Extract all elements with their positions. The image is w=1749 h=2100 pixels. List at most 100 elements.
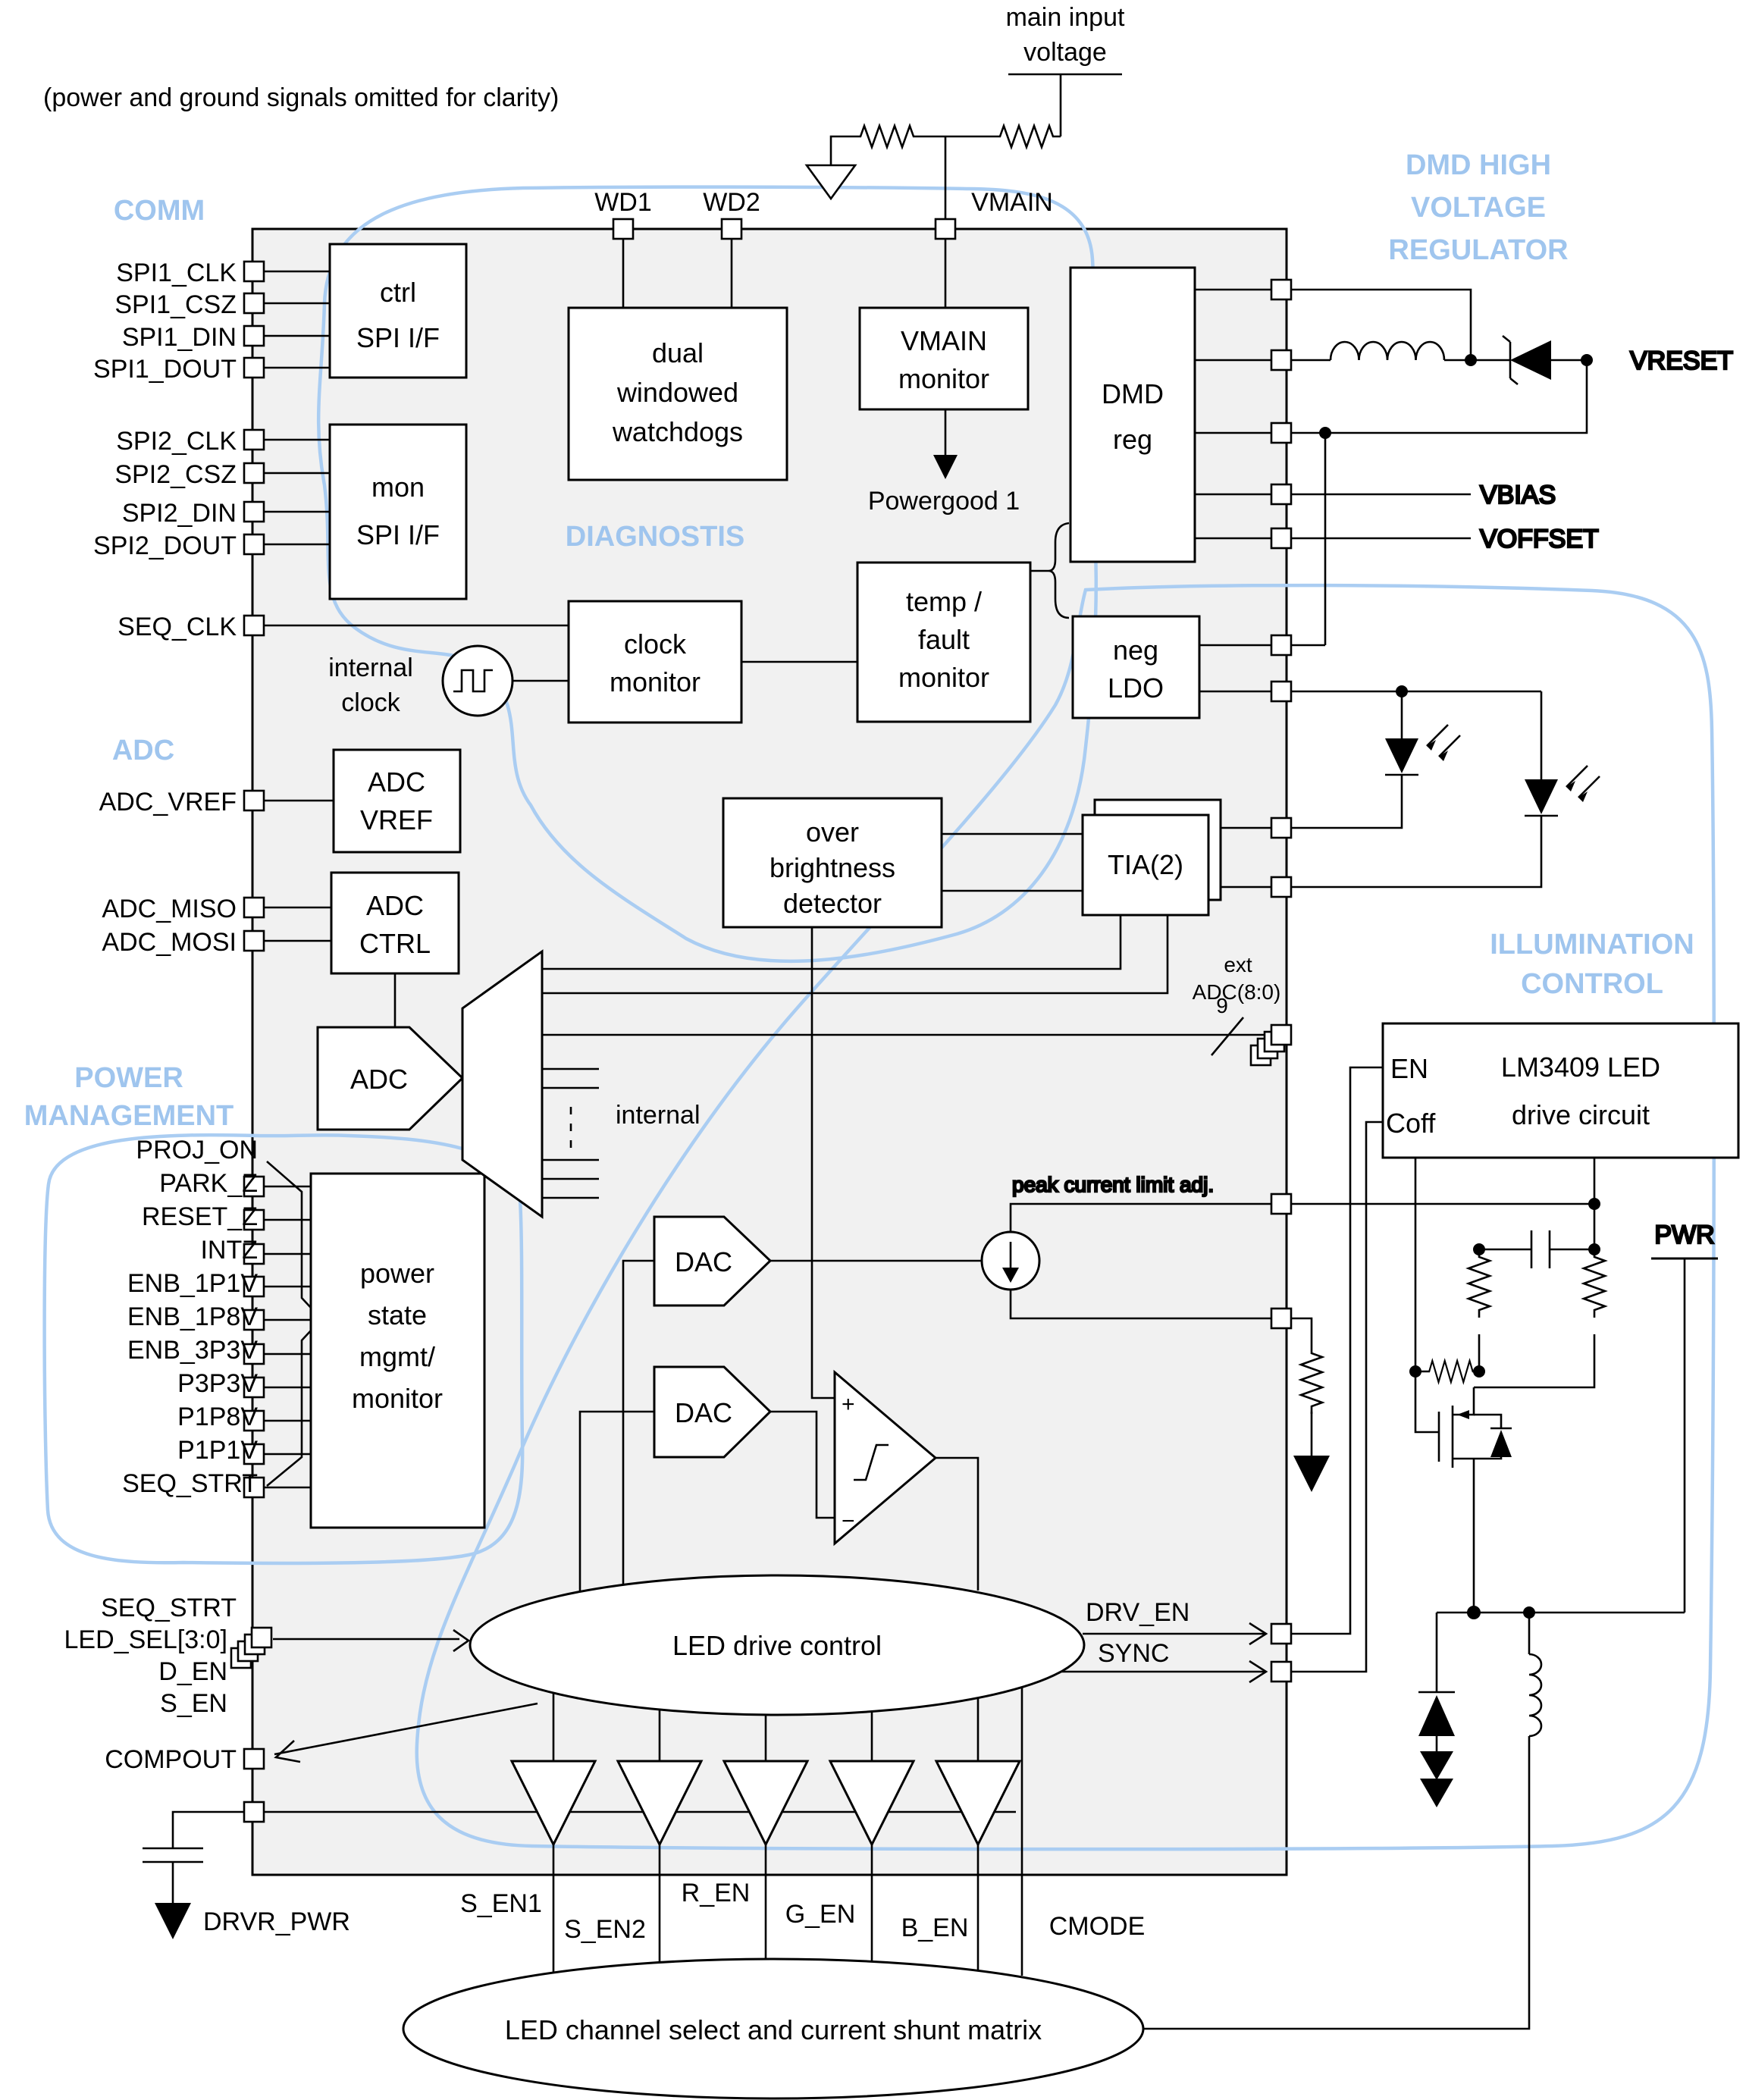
power-state-label: power <box>360 1258 434 1289</box>
pin-negldo-1 <box>1270 634 1293 657</box>
led-drive-control-ellipse <box>469 1574 1086 1716</box>
function-blocks: ctrl SPI I/F mon SPI I/F dual windowed w… <box>309 243 1740 2100</box>
svg-text:SPI I/F: SPI I/F <box>356 519 440 550</box>
ctrl-spi-block <box>328 243 468 379</box>
adc-vref-block <box>332 748 462 854</box>
adc-vref-pin-label: ADC_VREF <box>99 788 237 816</box>
photodiode <box>1385 724 1461 776</box>
main-input-label-l2: voltage <box>1023 38 1107 67</box>
illumination-header-l2: CONTROL <box>1521 968 1663 1000</box>
pin-adc-miso <box>243 896 265 919</box>
pin-spi1-clk <box>243 260 265 283</box>
comm-header: COMM <box>114 195 205 227</box>
vreset-label: VRESET <box>1630 346 1733 375</box>
svg-text:monitor: monitor <box>898 363 989 394</box>
seq-clk-label: SEQ_CLK <box>118 613 237 641</box>
proj-on-label: PROJ_ON <box>136 1136 258 1164</box>
driver-triangle <box>934 1760 1022 1848</box>
pin-spi2-din <box>243 500 265 523</box>
pin-spi1-csz <box>243 292 265 315</box>
pin-pm-8 <box>243 1409 265 1432</box>
ext-label: ext <box>1224 953 1252 976</box>
ctrl-spi-label: ctrl <box>380 277 416 308</box>
d-en-label: D_EN <box>158 1657 227 1686</box>
internal-mux-label: internal <box>616 1101 701 1130</box>
main-input-label-l1: main input <box>1006 3 1125 32</box>
vbias-label: VBIAS <box>1480 481 1556 509</box>
svg-text:clock: clock <box>341 688 400 717</box>
seq-strt-label: SEQ_STRT <box>122 1469 258 1498</box>
spi2-dout-label: SPI2_DOUT <box>93 531 237 560</box>
svg-text:−: − <box>842 1509 855 1534</box>
pin-adc-vref <box>243 789 265 812</box>
pwr-label: PWR <box>1654 1221 1714 1249</box>
photodiode <box>1525 765 1600 817</box>
enb-3p3v-label: ENB_3P3V <box>127 1336 258 1365</box>
illumination-header-l1: ILLUMINATION <box>1490 929 1694 961</box>
pin-dmd-3 <box>1270 422 1293 444</box>
dac2-label: DAC <box>675 1397 732 1428</box>
diagnostics-header: DIAGNOSTIS <box>566 521 744 553</box>
comparator: + − <box>833 1369 938 1547</box>
adc-ctrl-label: ADC <box>366 890 424 921</box>
ground-symbol <box>804 164 857 201</box>
sync-label: SYNC <box>1098 1639 1169 1668</box>
enb-1p1v-label: ENB_1P1V <box>127 1269 258 1298</box>
pin-spi2-dout <box>243 533 265 556</box>
inductor <box>1329 340 1446 362</box>
arrowheads <box>274 1622 1268 1763</box>
diagnostics-region-outline <box>316 185 1099 964</box>
resistor <box>1582 1248 1606 1319</box>
resistor <box>1467 1248 1491 1319</box>
svg-text:brightness: brightness <box>769 852 895 883</box>
svg-text:CTRL: CTRL <box>359 928 431 959</box>
wires <box>171 239 1271 1976</box>
dmd-reg-block <box>1069 266 1196 563</box>
bottom-labels: S_EN1 S_EN2 R_EN G_EN B_EN CMODE <box>460 1879 1145 1944</box>
powergood-label: Powergood 1 <box>868 487 1020 516</box>
adc-mosi-label: ADC_MOSI <box>102 928 237 957</box>
pin-pm-10 <box>243 1476 265 1499</box>
svg-text:VREF: VREF <box>360 804 433 835</box>
temp-fault-label: temp / <box>906 586 982 617</box>
pin-dmd-2 <box>1270 349 1293 371</box>
svg-text:fault: fault <box>918 624 970 655</box>
pin-spi2-csz <box>243 462 265 484</box>
pin-pm-2 <box>243 1208 265 1231</box>
pin-compout <box>243 1747 265 1770</box>
mosfet <box>1437 1406 1469 1468</box>
zener-diode <box>1502 334 1551 386</box>
pin-pm-3 <box>243 1243 265 1265</box>
adc-pentagon <box>316 1026 465 1131</box>
pin-seq-clk <box>243 614 265 637</box>
pin-labels: SPI1_CLK SPI1_CSZ SPI1_DIN SPI1_DOUT SPI… <box>64 259 1190 1936</box>
compout-label: COMPOUT <box>105 1745 237 1774</box>
svg-text:SPI I/F: SPI I/F <box>356 322 440 353</box>
s-en1-label: S_EN1 <box>460 1889 542 1918</box>
pin-drvr-pwr <box>243 1801 265 1823</box>
svg-text:monitor: monitor <box>352 1383 443 1414</box>
intz-label: INTZ <box>200 1236 258 1265</box>
s-en-label: S_EN <box>160 1689 227 1718</box>
pin-current-return <box>1270 1307 1293 1330</box>
neg-ldo-block <box>1071 615 1201 719</box>
pin-negldo-2 <box>1270 680 1293 703</box>
pin-pm-1 <box>243 1175 265 1198</box>
p1p1v-label: P1P1V <box>177 1436 258 1465</box>
dmd-header-l1: DMD HIGH <box>1406 149 1551 181</box>
capacitor <box>1530 1230 1551 1268</box>
drvr-pwr-label: DRVR_PWR <box>203 1907 350 1936</box>
vmain-label: VMAIN <box>971 188 1053 217</box>
pin-sync <box>1270 1660 1293 1683</box>
g-en-label: G_EN <box>785 1900 856 1929</box>
over-brightness-label: over <box>806 816 859 848</box>
dmd-reg-label: DMD <box>1102 378 1164 409</box>
dmd-header-l3: REGULATOR <box>1388 234 1568 266</box>
pin-pm-9 <box>243 1443 265 1465</box>
svg-text:watchdogs: watchdogs <box>612 416 743 447</box>
neg-ldo-label: neg <box>1113 635 1158 666</box>
pin-pm-4 <box>243 1275 265 1298</box>
svg-text:state: state <box>368 1299 427 1331</box>
led-drive-control-label: LED drive control <box>672 1630 882 1661</box>
